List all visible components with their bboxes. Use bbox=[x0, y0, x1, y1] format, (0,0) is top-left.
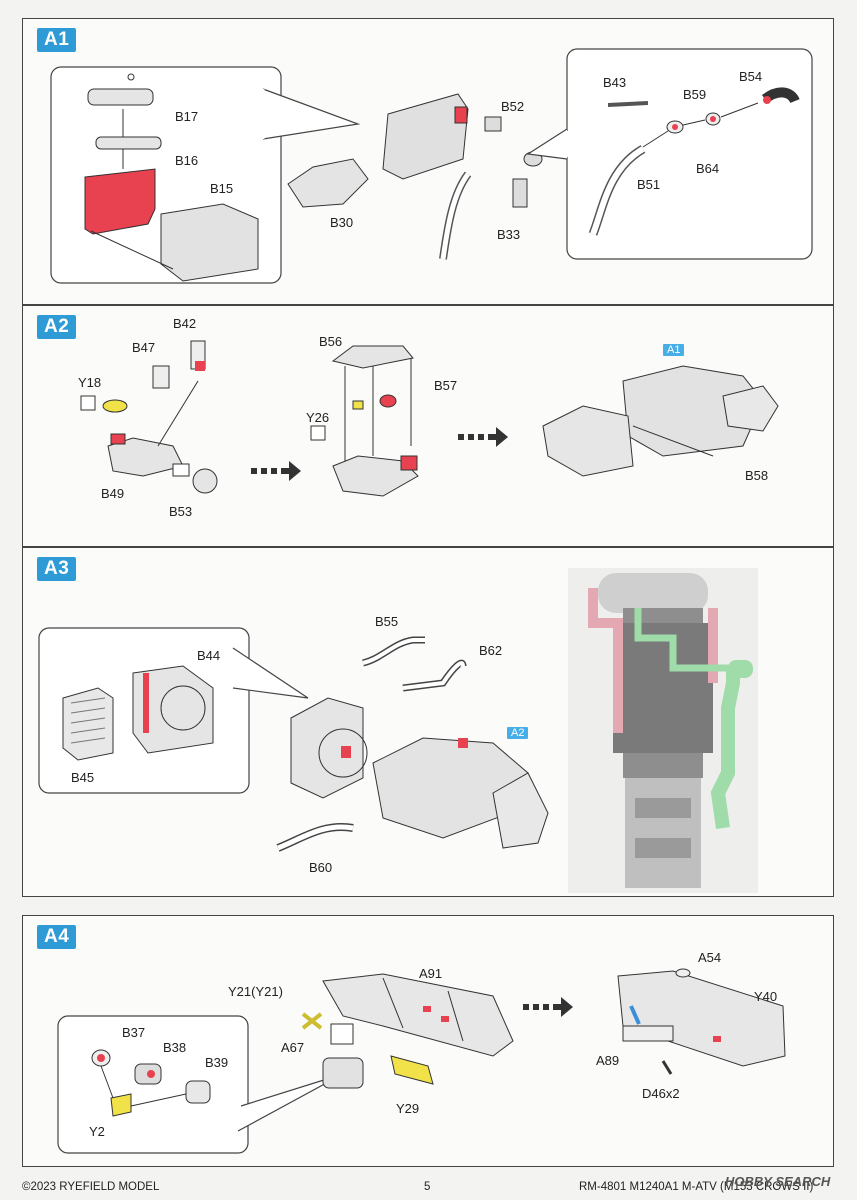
label-a67: A67 bbox=[281, 1040, 305, 1055]
label-b43: B43 bbox=[603, 75, 627, 90]
label-b56: B56 bbox=[319, 334, 343, 349]
step-tag-a3: A3 bbox=[37, 557, 77, 581]
label-a89: A89 bbox=[596, 1053, 620, 1068]
step-a2-panel: A2 A1 B42 B47 Y18 B49 B53 B56 bbox=[22, 305, 834, 547]
label-b58: B58 bbox=[745, 468, 769, 483]
a4-illustration bbox=[57, 968, 786, 1154]
label-b59: B59 bbox=[683, 87, 707, 102]
label-y29: Y29 bbox=[396, 1101, 420, 1116]
label-b42: B42 bbox=[173, 316, 197, 331]
step-a1-panel: A1 bbox=[22, 18, 834, 305]
label-b38: B38 bbox=[163, 1040, 187, 1055]
label-b52: B52 bbox=[501, 99, 525, 114]
label-b16: B16 bbox=[175, 153, 199, 168]
label-b17: B17 bbox=[175, 109, 199, 124]
label-b30: B30 bbox=[330, 215, 354, 230]
footer-page-number: 5 bbox=[424, 1181, 431, 1193]
label-b51: B51 bbox=[637, 177, 661, 192]
label-y18: Y18 bbox=[78, 375, 102, 390]
label-b54: B54 bbox=[739, 69, 763, 84]
ref-tag-a1: A1 bbox=[663, 344, 685, 356]
step-a4-panel: A4 Y21(Y21) A91 A67 Y29 bbox=[22, 915, 834, 1167]
label-b45: B45 bbox=[71, 770, 95, 785]
ref-tag-a2: A2 bbox=[507, 727, 529, 739]
label-b44: B44 bbox=[197, 648, 221, 663]
watermark-logo: HOBBY SEARCH bbox=[725, 1174, 831, 1189]
label-b33: B33 bbox=[497, 227, 521, 242]
label-a91: A91 bbox=[419, 966, 443, 981]
label-a54: A54 bbox=[698, 950, 722, 965]
label-b39: B39 bbox=[205, 1055, 229, 1070]
label-b37: B37 bbox=[122, 1025, 146, 1040]
label-b62: B62 bbox=[479, 643, 503, 658]
label-b49: B49 bbox=[101, 486, 125, 501]
label-b64: B64 bbox=[696, 161, 720, 176]
a1-illustration bbox=[50, 48, 813, 284]
step-tag-a2: A2 bbox=[37, 315, 77, 339]
label-b15: B15 bbox=[210, 181, 234, 196]
label-b57: B57 bbox=[434, 378, 458, 393]
label-y40: Y40 bbox=[754, 989, 778, 1004]
step-tag-a1: A1 bbox=[37, 28, 77, 52]
label-d46: D46x2 bbox=[642, 1086, 680, 1101]
label-b53: B53 bbox=[169, 504, 193, 519]
step-a3-panel: A3 A2 bbox=[22, 547, 834, 897]
label-y26: Y26 bbox=[306, 410, 330, 425]
label-y2: Y2 bbox=[89, 1124, 105, 1139]
a2-illustration bbox=[80, 340, 779, 497]
footer-product-name: RM-4801 M1240A1 M-ATV (M153 CROWS II) bbox=[579, 1181, 814, 1193]
step-tag-a4: A4 bbox=[37, 925, 77, 949]
label-b47: B47 bbox=[132, 340, 156, 355]
label-b60: B60 bbox=[309, 860, 333, 875]
label-b55: B55 bbox=[375, 614, 399, 629]
a3-illustration bbox=[38, 568, 758, 893]
footer-copyright: ©2023 RYEFIELD MODEL bbox=[22, 1181, 160, 1193]
label-y21: Y21(Y21) bbox=[228, 984, 283, 999]
